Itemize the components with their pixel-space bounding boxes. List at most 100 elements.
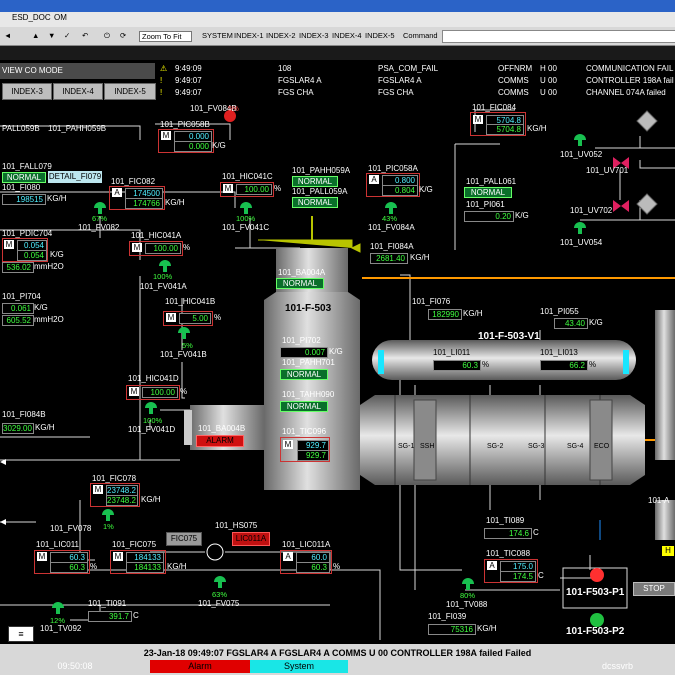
window-titlebar [0, 0, 675, 12]
tab-index-4[interactable]: INDEX-4 [53, 83, 103, 100]
valve-tv088-icon[interactable] [460, 576, 476, 592]
pic058b-faceplate[interactable] [158, 129, 214, 153]
list-icon[interactable]: ≡ [8, 626, 34, 642]
nav-index-4[interactable]: INDEX-4 [332, 31, 362, 40]
pdic704-pressure: 536.02 [2, 262, 34, 273]
fic082-output: 174766 [125, 198, 163, 209]
lic011-faceplate[interactable] [34, 550, 90, 574]
hs075-symbol [206, 543, 224, 561]
damper-icon[interactable] [636, 193, 658, 215]
tic088-faceplate[interactable] [484, 559, 538, 583]
pic058a-faceplate[interactable] [366, 173, 420, 197]
valve-uv702-icon[interactable] [613, 198, 629, 214]
valve-fv041c-icon[interactable] [238, 200, 254, 216]
fi084a-value: 2681.40 [370, 253, 408, 264]
nav-index-3[interactable]: INDEX-3 [299, 31, 329, 40]
toolbar-arrow-icon[interactable]: ◄ [4, 31, 12, 40]
fic078-faceplate[interactable] [90, 483, 140, 507]
pahh701-status: NORMAL [280, 369, 328, 380]
tag-fv084b: 101_FV084B [190, 104, 237, 113]
fic084-faceplate[interactable] [470, 112, 526, 136]
ba004a-status: NORMAL [276, 278, 324, 289]
arrow-icon [0, 519, 6, 525]
undo-icon[interactable]: ↶ [82, 31, 89, 40]
valve-fv041d-icon[interactable] [143, 400, 159, 416]
fv082-percent: 67% [92, 214, 108, 223]
menu-item-esd-doc[interactable]: ESD_DOC [12, 13, 51, 22]
detail-fi079-button[interactable]: DETAIL_FI079 [48, 171, 102, 183]
tag-tic096: 101_TIC096 [282, 427, 327, 436]
alarm-indicator[interactable]: Alarm [150, 660, 250, 673]
power-icon[interactable]: ⏻ [104, 31, 110, 40]
damper-icon[interactable] [636, 110, 658, 132]
pdic704-faceplate[interactable] [2, 238, 48, 262]
header-strip [0, 46, 675, 60]
fic082-faceplate[interactable] [109, 186, 165, 210]
hic041c-mode: M [223, 184, 233, 193]
lic011a-faceplate[interactable] [280, 550, 332, 574]
tag-li013: 101_LI013 [540, 348, 578, 357]
command-input[interactable] [442, 30, 675, 43]
valve-fv084b-icon[interactable] [222, 108, 238, 124]
command-label: Command [403, 31, 438, 40]
pi061-unit: K/G [515, 211, 529, 220]
fic075-select-button[interactable]: FIC075 [166, 532, 202, 546]
valve-uv701-icon[interactable] [613, 155, 629, 171]
nav-index-1[interactable]: INDEX-1 [234, 31, 264, 40]
fv075-percent: 63% [212, 590, 228, 599]
fic075-faceplate[interactable] [110, 550, 166, 574]
refresh-icon[interactable]: ⟳ [120, 31, 127, 40]
nav-system[interactable]: SYSTEM [202, 31, 233, 40]
valve-tv092-icon[interactable] [50, 600, 66, 616]
yellow-line [258, 239, 361, 253]
hic041d-faceplate[interactable] [126, 385, 180, 400]
lic011a-select-button[interactable]: LIC011A [232, 532, 270, 546]
view-co-mode[interactable]: VIEW CO MODE [0, 63, 155, 79]
tag-fi039: 101_FI039 [428, 612, 467, 621]
tag-pi055: 101_PI055 [540, 307, 579, 316]
fic078-mode: M [93, 485, 103, 494]
lic011a-unit: % [333, 562, 341, 571]
valve-uv054-icon[interactable] [572, 220, 588, 236]
valve-fv084a-icon[interactable] [383, 200, 399, 216]
tic088-mode: A [487, 561, 497, 570]
status-user: dcssvrb [601, 661, 633, 671]
alarm-tag: FGS CHA [278, 88, 314, 97]
fi084b-value: 3029.00 [2, 423, 34, 434]
tag-fic084: 101_FIC084 [472, 103, 517, 112]
tab-index-5[interactable]: INDEX-5 [104, 83, 156, 100]
down-icon[interactable]: ▼ [48, 31, 56, 40]
valve-fv041b-icon[interactable] [176, 325, 192, 341]
pump-outline [562, 567, 628, 609]
tag-hic041d: 101_HIC041D [128, 374, 179, 383]
tab-index-3[interactable]: INDEX-3 [2, 83, 52, 100]
hic041c-faceplate[interactable] [220, 182, 274, 197]
pump-stop-button[interactable]: STOP [633, 582, 675, 596]
tag-ti091: 101_TI091 [88, 599, 127, 608]
valve-uv052-icon[interactable] [572, 132, 588, 148]
up-icon[interactable]: ▲ [32, 31, 40, 40]
valve-fv041a-icon[interactable] [157, 258, 173, 274]
lic011a-output: 60.3 [296, 562, 330, 573]
check-icon[interactable]: ✓ [64, 31, 71, 40]
nav-index-2[interactable]: INDEX-2 [266, 31, 296, 40]
valve-fv075-icon[interactable] [212, 574, 228, 590]
tag-pall059a: 101_PALL059A [292, 187, 348, 196]
pipe [0, 125, 141, 140]
hic041b-faceplate[interactable] [163, 311, 213, 326]
zoom-select[interactable]: Zoom To Fit [139, 31, 193, 42]
pic058b-output: 0.000 [174, 141, 212, 152]
furnace-label: 101-F-503 [285, 303, 332, 314]
nav-index-5[interactable]: INDEX-5 [365, 31, 395, 40]
tag-fv041d: 101_FV041D [128, 425, 176, 434]
tag-hic041b: 101_HIC041B [165, 297, 216, 306]
tic096-faceplate[interactable] [280, 437, 330, 462]
valve-fv078-icon[interactable] [100, 507, 116, 523]
menu-item-om[interactable]: OM [54, 13, 67, 22]
system-indicator[interactable]: System [250, 660, 348, 673]
hic041a-faceplate[interactable] [129, 241, 183, 256]
pic058b-mode: M [161, 131, 171, 140]
pump-p2-label: 101-F503-P2 [566, 626, 625, 637]
tag-pic058a: 101_PIC058A [368, 164, 418, 173]
valve-fv082-icon[interactable] [92, 200, 108, 216]
